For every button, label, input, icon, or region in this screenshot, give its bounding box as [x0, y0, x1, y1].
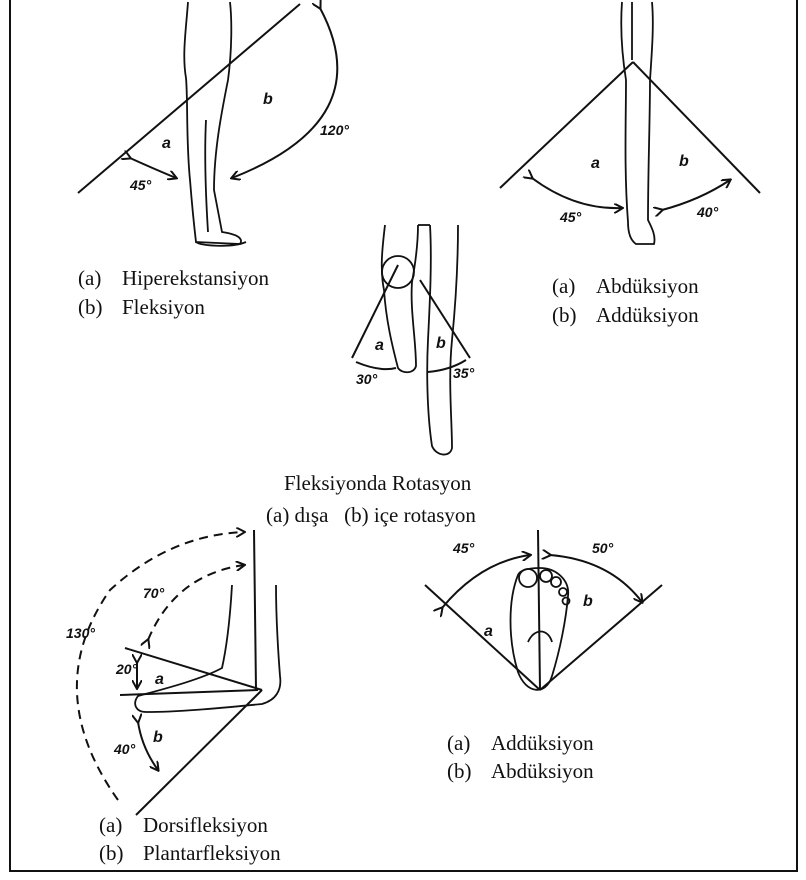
arc-120-arrow — [232, 8, 337, 178]
label-b: b — [583, 593, 593, 610]
leg-side-view-drawing — [184, 2, 246, 246]
arc-45-arrow — [532, 178, 622, 208]
angle-label-20: 20° — [115, 661, 138, 677]
caption-adduksiyon: (a)Addüksiyon — [447, 733, 594, 754]
foot-line-right — [540, 585, 662, 690]
foot-axis-line — [538, 530, 540, 690]
caption-key: (a) — [447, 733, 491, 754]
arc-130-arrow — [77, 532, 244, 800]
panel-ankle — [77, 530, 280, 815]
arc-40-arrow — [662, 180, 730, 210]
tibia-reference-line — [254, 530, 256, 690]
dorsiflexion-line — [125, 648, 262, 690]
abduction-line-left — [500, 62, 633, 188]
caption-key: (a) — [78, 268, 122, 289]
angle-label-130: 130° — [66, 625, 95, 641]
panel-hip-abduction — [500, 2, 760, 244]
arc-45-arrow — [130, 158, 176, 178]
label-b: b — [153, 729, 163, 746]
abduction-line-right — [633, 62, 760, 193]
angle-label-45: 45° — [559, 209, 582, 225]
label-b: b — [679, 153, 689, 170]
angle-label-45: 45° — [129, 177, 152, 193]
caption-key: (a) — [552, 276, 596, 297]
caption-key: (b) — [447, 761, 491, 782]
label-a: a — [162, 135, 171, 152]
angle-label-40: 40° — [696, 204, 719, 220]
caption-text: Abdüksiyon — [491, 759, 594, 783]
angle-label-120: 120° — [320, 122, 349, 138]
caption-key: (b) — [78, 297, 122, 318]
caption-abduksiyon: (b)Abdüksiyon — [447, 761, 594, 782]
angle-label-45: 45° — [452, 540, 475, 556]
neutral-line — [120, 690, 258, 695]
label-a: a — [375, 337, 384, 354]
caption-text: Plantarfleksiyon — [143, 841, 281, 865]
caption-plantarfleksiyon: (b)Plantarfleksiyon — [99, 843, 281, 864]
caption-key: (a) — [99, 815, 143, 836]
caption-key: (b) — [99, 843, 143, 864]
label-a: a — [591, 155, 600, 172]
angle-label-50: 50° — [592, 540, 614, 556]
caption-adduksiyon: (b)Addüksiyon — [552, 305, 699, 326]
caption-text: Hiperekstansiyon — [122, 266, 269, 290]
arc-30-arrow — [356, 362, 396, 369]
panel-hip-flexion — [78, 2, 337, 246]
angle-label-30: 30° — [356, 371, 378, 387]
arc-70-arrow — [148, 565, 244, 640]
caption-hiperekstansiyon: (a)Hiperekstansiyon — [78, 268, 269, 289]
label-a: a — [155, 671, 164, 688]
caption-fleksiyon: (b)Fleksiyon — [78, 297, 205, 318]
angle-label-70: 70° — [143, 585, 165, 601]
caption-text: Fleksiyon — [122, 295, 205, 319]
label-b: b — [436, 335, 446, 352]
caption-text: Dorsifleksiyon — [143, 813, 268, 837]
caption-text: Addüksiyon — [596, 303, 699, 327]
panel-rotation — [352, 225, 470, 455]
angle-label-35: 35° — [453, 365, 475, 381]
caption-text: Addüksiyon — [491, 731, 594, 755]
legs-flexed-drawing — [382, 225, 458, 455]
label-a: a — [484, 623, 493, 640]
foot-line-left — [425, 585, 540, 690]
caption-abduksiyon: (a)Abdüksiyon — [552, 276, 699, 297]
angle-label-40: 40° — [113, 741, 136, 757]
label-b: b — [263, 91, 273, 108]
caption-text: Abdüksiyon — [596, 274, 699, 298]
rotation-caption: (a) dışa (b) içe rotasyon — [266, 505, 476, 526]
caption-key: (b) — [552, 305, 596, 326]
rotation-title: Fleksiyonda Rotasyon — [284, 473, 471, 494]
arc-45-arrow — [442, 555, 530, 608]
caption-dorsifleksiyon: (a)Dorsifleksiyon — [99, 815, 268, 836]
leg-front-view-drawing — [621, 2, 654, 244]
